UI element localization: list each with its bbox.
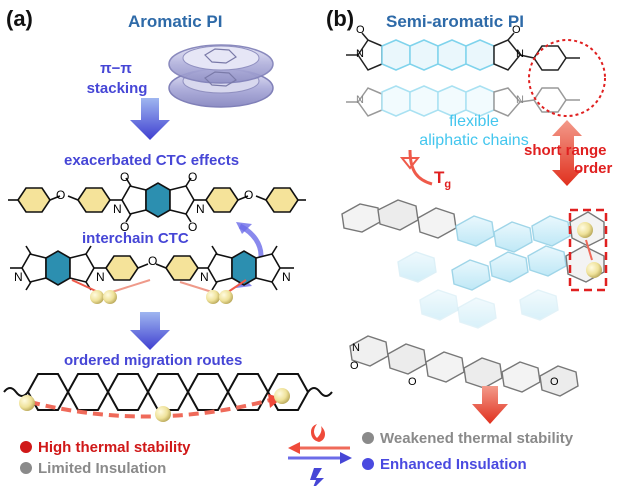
- carrier-ball: [274, 388, 290, 404]
- molecule-ctc-row-1: [8, 177, 306, 223]
- tg-arrow: [408, 149, 433, 186]
- tg-subscript: g: [444, 178, 452, 191]
- legend-text: Limited Insulation: [38, 460, 167, 477]
- legend-text: High thermal stability: [38, 439, 191, 456]
- interchain-ctc-label: interchain CTC: [82, 230, 189, 247]
- panel-a-label: (a): [6, 6, 33, 31]
- atom-o-3: O: [120, 170, 130, 184]
- blue-arrow-1: [130, 98, 170, 140]
- atom-n-b4: N: [516, 94, 524, 106]
- short-range-double-arrow: [552, 120, 582, 186]
- short-range-order-circle: [528, 39, 606, 117]
- legend-enhanced-insulation: Enhanced Insulation: [362, 456, 527, 473]
- pi-stacking-rings: [168, 44, 274, 108]
- legend-high-thermal: High thermal stability: [20, 439, 191, 456]
- atom-o-7: O: [148, 254, 158, 268]
- carrier-ball: [19, 395, 35, 411]
- atom-n-3: N: [14, 270, 23, 284]
- atom-n-b2: N: [516, 48, 524, 60]
- atom-n-b5: N: [352, 342, 360, 354]
- atom-n-4: N: [96, 270, 105, 284]
- legend-dot-gray: [362, 432, 374, 444]
- semi-aromatic-molecule-top: [346, 32, 580, 117]
- atom-o-2: O: [244, 188, 254, 202]
- atom-n-2: N: [196, 202, 205, 216]
- panel-a-title: Aromatic PI: [128, 12, 223, 31]
- aliphatic-chains-label: aliphatic chains: [419, 132, 529, 149]
- legend-dot-red: [20, 441, 32, 453]
- migration-label: ordered migration routes: [64, 352, 243, 369]
- atom-o-6: O: [188, 220, 198, 234]
- flame-icon: [311, 424, 325, 442]
- carrier-ball: [586, 262, 602, 278]
- atom-n-1: N: [113, 202, 122, 216]
- stacking-label: stacking: [86, 80, 148, 97]
- atom-o-5: O: [120, 220, 130, 234]
- legend-dot-blue: [362, 458, 374, 470]
- flexible-label: flexible: [449, 113, 499, 130]
- pi-pi-label: π−π: [100, 60, 132, 77]
- red-arrow-down: [472, 386, 508, 424]
- short-range-label: short range: [524, 142, 607, 159]
- molecule-ctc-row-2: [10, 245, 294, 291]
- short-range-order-box: [568, 208, 608, 292]
- atom-n-6: N: [282, 270, 291, 284]
- blue-arrow-2: [130, 312, 170, 350]
- atom-o-b4: O: [408, 376, 417, 388]
- legend-text: Enhanced Insulation: [380, 456, 527, 473]
- atom-n-b3: N: [356, 94, 364, 106]
- atom-o-b2: O: [512, 24, 521, 36]
- atom-o-1: O: [56, 188, 66, 202]
- ctc-effects-label: exacerbated CTC effects: [64, 152, 240, 169]
- atom-o-4: O: [188, 170, 198, 184]
- migration-route: [29, 398, 271, 419]
- atom-n-b1: N: [356, 48, 364, 60]
- charge-carriers-a: [71, 279, 247, 304]
- legend-text: Weakened thermal stability: [380, 430, 574, 447]
- atom-o-b3: O: [350, 360, 359, 372]
- atom-n-5: N: [200, 270, 209, 284]
- atom-o-b1: O: [356, 24, 365, 36]
- legend-dot-gray: [20, 462, 32, 474]
- panel-b-title: Semi-aromatic PI: [386, 12, 524, 31]
- panel-b-label: (b): [326, 6, 355, 31]
- legend-limited-insulation: Limited Insulation: [20, 460, 166, 477]
- lightning-icon: [310, 468, 324, 486]
- disordered-chains: [341, 199, 605, 397]
- tg-label: Tg: [434, 168, 451, 190]
- atom-o-b5: O: [550, 376, 559, 388]
- order-label: order: [574, 160, 613, 177]
- carrier-ball: [577, 222, 593, 238]
- carrier-ball: [155, 406, 171, 422]
- tg-text: T: [434, 168, 445, 187]
- exchange-arrows: [288, 424, 352, 486]
- legend-weakened-thermal: Weakened thermal stability: [362, 430, 573, 447]
